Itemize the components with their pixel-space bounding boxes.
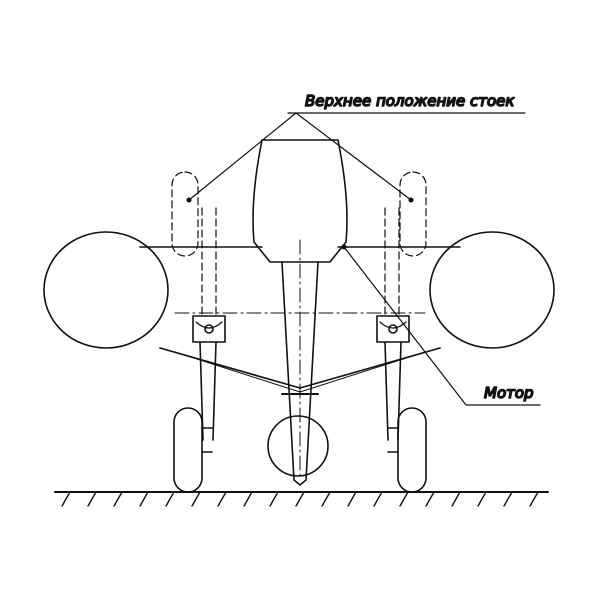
hatch-mark xyxy=(87,491,97,507)
motor-label: Мотор xyxy=(484,384,534,402)
motor-leader xyxy=(343,246,541,406)
hatch-mark xyxy=(165,491,175,507)
hatch-mark xyxy=(191,491,201,507)
left-wheel-raised xyxy=(171,171,199,257)
hatch-mark xyxy=(139,491,149,507)
upper-position-leader xyxy=(188,112,526,201)
hatch-mark xyxy=(321,491,331,507)
propeller xyxy=(267,415,329,477)
hatch-mark xyxy=(425,491,435,507)
construction-lines xyxy=(174,239,426,481)
right-tube xyxy=(429,231,555,349)
hatch-mark xyxy=(503,491,513,507)
hatch-mark xyxy=(295,491,305,507)
hatch-mark xyxy=(529,491,539,507)
hatch-mark xyxy=(477,491,487,507)
right-wheel-leg xyxy=(376,315,427,493)
raised-position-ghost xyxy=(171,171,427,317)
hatch-mark xyxy=(113,491,123,507)
hatch-mark xyxy=(399,491,409,507)
hatch-mark xyxy=(243,491,253,507)
hatch-mark xyxy=(347,491,357,507)
hatch-mark xyxy=(269,491,279,507)
hatch-mark xyxy=(217,491,227,507)
hatch-mark xyxy=(373,491,383,507)
right-wheel xyxy=(397,407,427,493)
ground-hatching xyxy=(61,491,539,507)
left-tube xyxy=(43,231,169,349)
left-wheel xyxy=(173,407,203,493)
outboard-motor xyxy=(252,139,348,486)
left-wheel-leg xyxy=(173,315,226,493)
ground xyxy=(54,491,549,507)
upper-position-label: Верхнее положение стоек xyxy=(305,92,514,110)
hatch-mark xyxy=(451,491,461,507)
right-wheel-raised xyxy=(399,171,427,257)
hatch-mark xyxy=(61,491,71,507)
